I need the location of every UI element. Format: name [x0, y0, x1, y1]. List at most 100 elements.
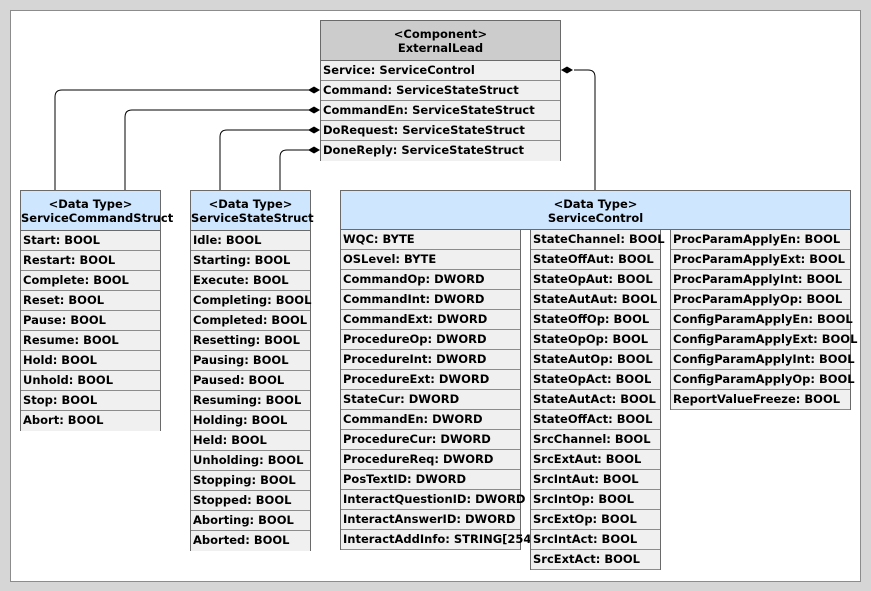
attribute-row: DoRequest: ServiceStateStruct — [321, 121, 560, 141]
datatype-stereotype: <Data Type> — [208, 197, 293, 211]
attribute-row: Unholding: BOOL — [191, 451, 310, 471]
attribute-row: Stop: BOOL — [21, 391, 160, 411]
attribute-row: Resume: BOOL — [21, 331, 160, 351]
attribute-row: Service: ServiceControl — [321, 61, 560, 81]
attribute-row: StateOffOp: BOOL — [531, 310, 660, 330]
attribute-row: InteractAnswerID: DWORD — [341, 510, 520, 530]
attribute-row: Restart: BOOL — [21, 251, 160, 271]
component-name: ExternalLead — [397, 41, 484, 55]
attribute-row: Resetting: BOOL — [191, 331, 310, 351]
datatype-name: ServiceStateStruct — [191, 211, 314, 225]
attribute-row: Completed: BOOL — [191, 311, 310, 331]
datatype-name: ServiceCommandStruct — [21, 211, 174, 225]
component-attributes: Service: ServiceControl Command: Service… — [321, 61, 560, 161]
attribute-row: ConfigParamApplyExt: BOOL — [671, 330, 857, 350]
attribute-row: StateAutAct: BOOL — [531, 390, 660, 410]
attribute-row: StateOpAct: BOOL — [531, 370, 660, 390]
attribute-row: Held: BOOL — [191, 431, 310, 451]
composition-diamond — [308, 86, 320, 94]
attribute-row: ProcedureCur: DWORD — [341, 430, 520, 450]
attribute-row: CommandInt: DWORD — [341, 290, 520, 310]
attribute-row: InteractQuestionID: DWORD — [341, 490, 525, 510]
attribute-row: Aborting: BOOL — [191, 511, 310, 531]
attribute-row: Resuming: BOOL — [191, 391, 310, 411]
attribute-row: ConfigParamApplyOp: BOOL — [671, 370, 855, 390]
attribute-row: Holding: BOOL — [191, 411, 310, 431]
attribute-row: CommandOp: DWORD — [341, 270, 520, 290]
composition-diamond — [308, 146, 320, 154]
attribute-row: CommandEn: DWORD — [341, 410, 520, 430]
attribute-row: StateOffAut: BOOL — [531, 250, 660, 270]
attribute-row: StateAutAut: BOOL — [531, 290, 660, 310]
attribute-row: ConfigParamApplyInt: BOOL — [671, 350, 855, 370]
attribute-row: SrcIntAut: BOOL — [531, 470, 660, 490]
attribute-row: Idle: BOOL — [191, 231, 310, 251]
attribute-row: ProcedureExt: DWORD — [341, 370, 520, 390]
attribute-row: OSLevel: BYTE — [341, 250, 520, 270]
attribute-row: StateAutOp: BOOL — [531, 350, 660, 370]
connector-command-en — [124, 109, 309, 190]
attribute-row: SrcIntOp: BOOL — [531, 490, 660, 510]
attribute-row: ConfigParamApplyEn: BOOL — [671, 310, 853, 330]
attribute-row: Pause: BOOL — [21, 311, 160, 331]
attribute-row: Stopping: BOOL — [191, 471, 310, 491]
datatype-service-command-struct[interactable]: <Data Type> ServiceCommandStruct Start: … — [20, 190, 174, 431]
component-stereotype: <Component> — [393, 27, 488, 41]
attribute-row: ProcParamApplyExt: BOOL — [671, 250, 850, 270]
datatype-header: <Data Type> ServiceCommandStruct — [21, 191, 174, 231]
attribute-row: ProcParamApplyInt: BOOL — [671, 270, 850, 290]
attribute-row: Paused: BOOL — [191, 371, 310, 391]
connector-do-request — [219, 129, 309, 190]
composition-diamond — [308, 126, 320, 134]
attribute-row: Command: ServiceStateStruct — [321, 81, 560, 101]
connector-done-reply — [279, 149, 309, 190]
datatype-header: <Data Type> ServiceControl — [340, 190, 851, 230]
attribute-row: StateChannel: BOOL — [531, 230, 665, 250]
attribute-row: Hold: BOOL — [21, 351, 160, 371]
attribute-row: ProcedureReq: DWORD — [341, 450, 520, 470]
composition-diamond — [561, 66, 573, 74]
component-header: <Component> ExternalLead — [321, 21, 560, 61]
attribute-row: SrcExtAct: BOOL — [531, 550, 660, 570]
connector-service — [574, 69, 596, 190]
attribute-row: SrcExtAut: BOOL — [531, 450, 660, 470]
attribute-row: Pausing: BOOL — [191, 351, 310, 371]
attribute-row: Reset: BOOL — [21, 291, 160, 311]
attribute-row: SrcChannel: BOOL — [531, 430, 660, 450]
datatype-stereotype: <Data Type> — [553, 197, 638, 211]
attribute-row: StateCur: DWORD — [341, 390, 520, 410]
attribute-row: Abort: BOOL — [21, 411, 160, 431]
attribute-row: Starting: BOOL — [191, 251, 310, 271]
composition-diamond — [308, 106, 320, 114]
attribute-row: ProcedureInt: DWORD — [341, 350, 520, 370]
attribute-row: StateOffAct: BOOL — [531, 410, 660, 430]
component-external-lead[interactable]: <Component> ExternalLead Service: Servic… — [320, 20, 561, 161]
attribute-row: ProcParamApplyEn: BOOL — [671, 230, 850, 250]
attribute-row: Completing: BOOL — [191, 291, 311, 311]
attribute-row: Complete: BOOL — [21, 271, 160, 291]
attribute-row: StateOpOp: BOOL — [531, 330, 660, 350]
attribute-row: StateOpAut: BOOL — [531, 270, 660, 290]
attribute-row: CommandExt: DWORD — [341, 310, 520, 330]
attribute-row: Start: BOOL — [21, 231, 160, 251]
datatype-service-state-struct[interactable]: <Data Type> ServiceStateStruct Idle: BOO… — [190, 190, 314, 551]
attribute-row: Aborted: BOOL — [191, 531, 310, 551]
attribute-row: PosTextID: DWORD — [341, 470, 520, 490]
attribute-row: Unhold: BOOL — [21, 371, 160, 391]
datatype-name: ServiceControl — [547, 211, 644, 225]
attribute-row: Execute: BOOL — [191, 271, 310, 291]
attribute-row: ProcedureOp: DWORD — [341, 330, 520, 350]
attribute-row: ReportValueFreeze: BOOL — [671, 390, 850, 410]
attribute-row: SrcExtOp: BOOL — [531, 510, 660, 530]
attribute-row: WQC: BYTE — [341, 230, 520, 250]
attribute-row: SrcIntAct: BOOL — [531, 530, 660, 550]
datatype-header: <Data Type> ServiceStateStruct — [191, 191, 314, 231]
attribute-row: ProcParamApplyOp: BOOL — [671, 290, 850, 310]
